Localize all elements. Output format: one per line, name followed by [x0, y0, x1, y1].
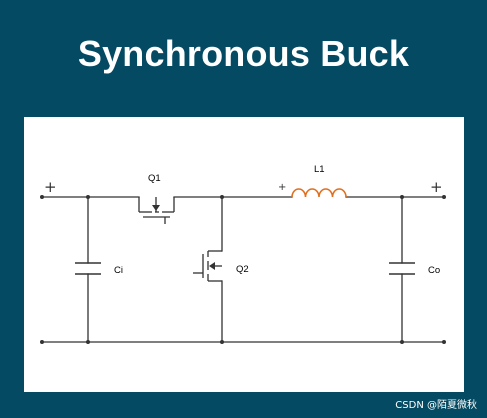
junction-dots: [40, 195, 446, 344]
schematic-panel: Q1 Q2 L1 Ci Co + + +: [24, 117, 464, 392]
q1-body-arrow: [152, 205, 160, 211]
q2-body-arrow: [209, 262, 215, 270]
label-co: Co: [428, 265, 440, 276]
capacitor-ci: [75, 262, 101, 275]
label-q1: Q1: [148, 173, 161, 184]
inductor-l1: [291, 188, 347, 198]
output-plus-mark: +: [430, 178, 443, 196]
watermark-text: CSDN @陌夏微秋: [395, 400, 477, 411]
inductor-plus-mark: +: [278, 182, 286, 193]
slide-title: Synchronous Buck: [77, 33, 410, 74]
input-plus-mark: +: [44, 178, 57, 196]
label-l1: L1: [314, 164, 325, 175]
label-q2: Q2: [236, 264, 249, 275]
buck-schematic: Q1 Q2 L1 Ci Co + + +: [40, 164, 446, 344]
mosfet-q1: [138, 197, 175, 224]
capacitor-co: [389, 262, 415, 275]
label-ci: Ci: [114, 265, 123, 276]
mosfet-q2: [193, 250, 222, 282]
